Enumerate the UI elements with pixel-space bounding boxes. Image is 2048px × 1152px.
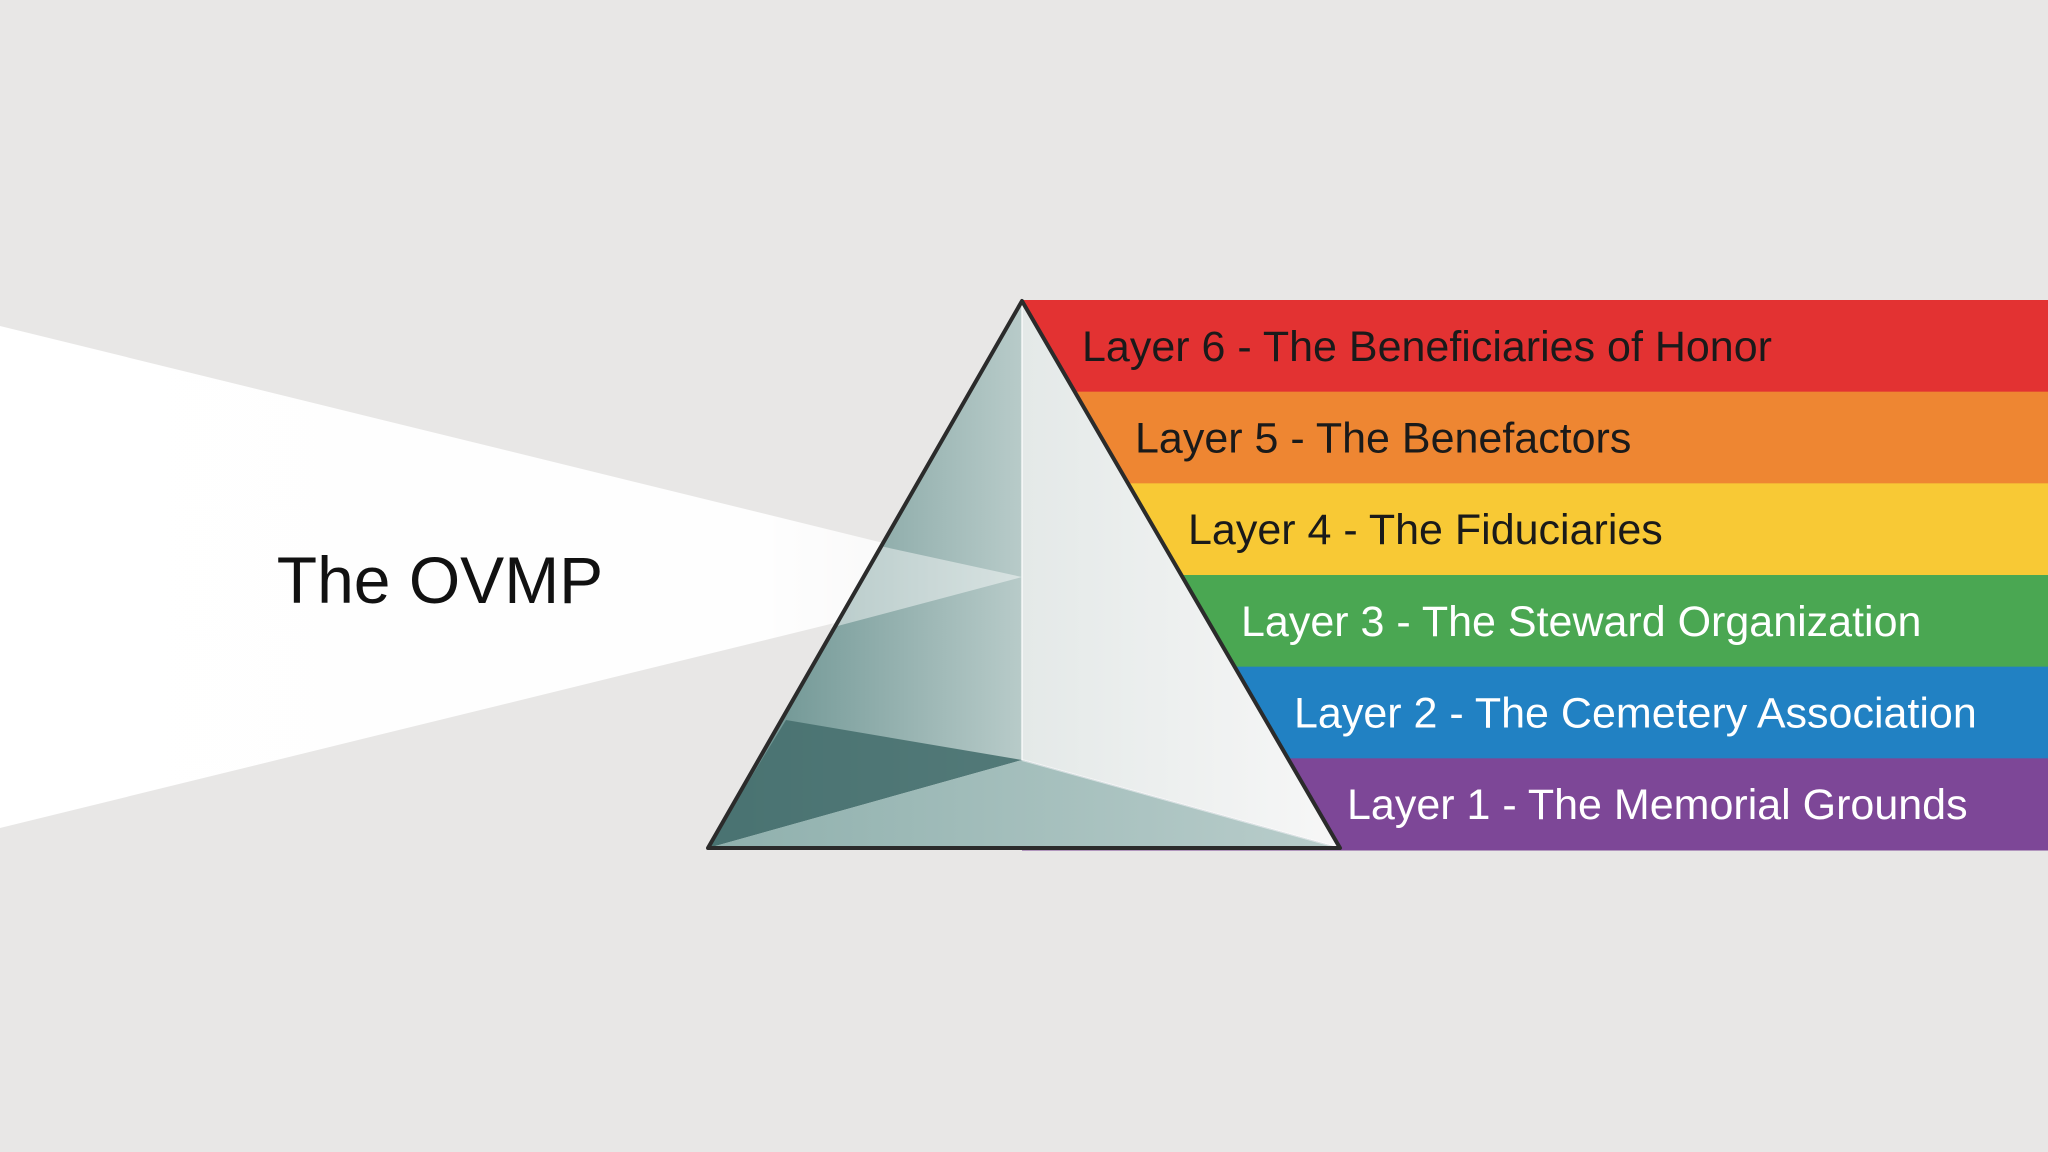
- layer-label-1: Layer 1 - The Memorial Grounds: [1347, 781, 1968, 829]
- prism-base-facet: [708, 760, 1340, 848]
- prism-dark-facet: [708, 720, 1022, 848]
- layer-band-6: [1022, 300, 2048, 393]
- source-label: The OVMP: [277, 543, 603, 617]
- layer-labels: Layer 6 - The Beneficiaries of HonorLaye…: [1082, 323, 1977, 829]
- layer-band-4: [1022, 483, 2048, 576]
- layer-label-6: Layer 6 - The Beneficiaries of Honor: [1082, 323, 1772, 371]
- prism-outline: [706, 299, 1342, 850]
- light-beam: [0, 326, 1022, 828]
- prism: [706, 299, 1342, 850]
- beam-refraction: [830, 546, 1022, 628]
- layer-band-5: [1022, 391, 2048, 484]
- layer-label-5: Layer 5 - The Benefactors: [1135, 415, 1631, 463]
- layer-label-2: Layer 2 - The Cemetery Association: [1294, 690, 1977, 738]
- layer-label-4: Layer 4 - The Fiduciaries: [1188, 506, 1663, 554]
- layer-label-3: Layer 3 - The Steward Organization: [1241, 598, 1921, 646]
